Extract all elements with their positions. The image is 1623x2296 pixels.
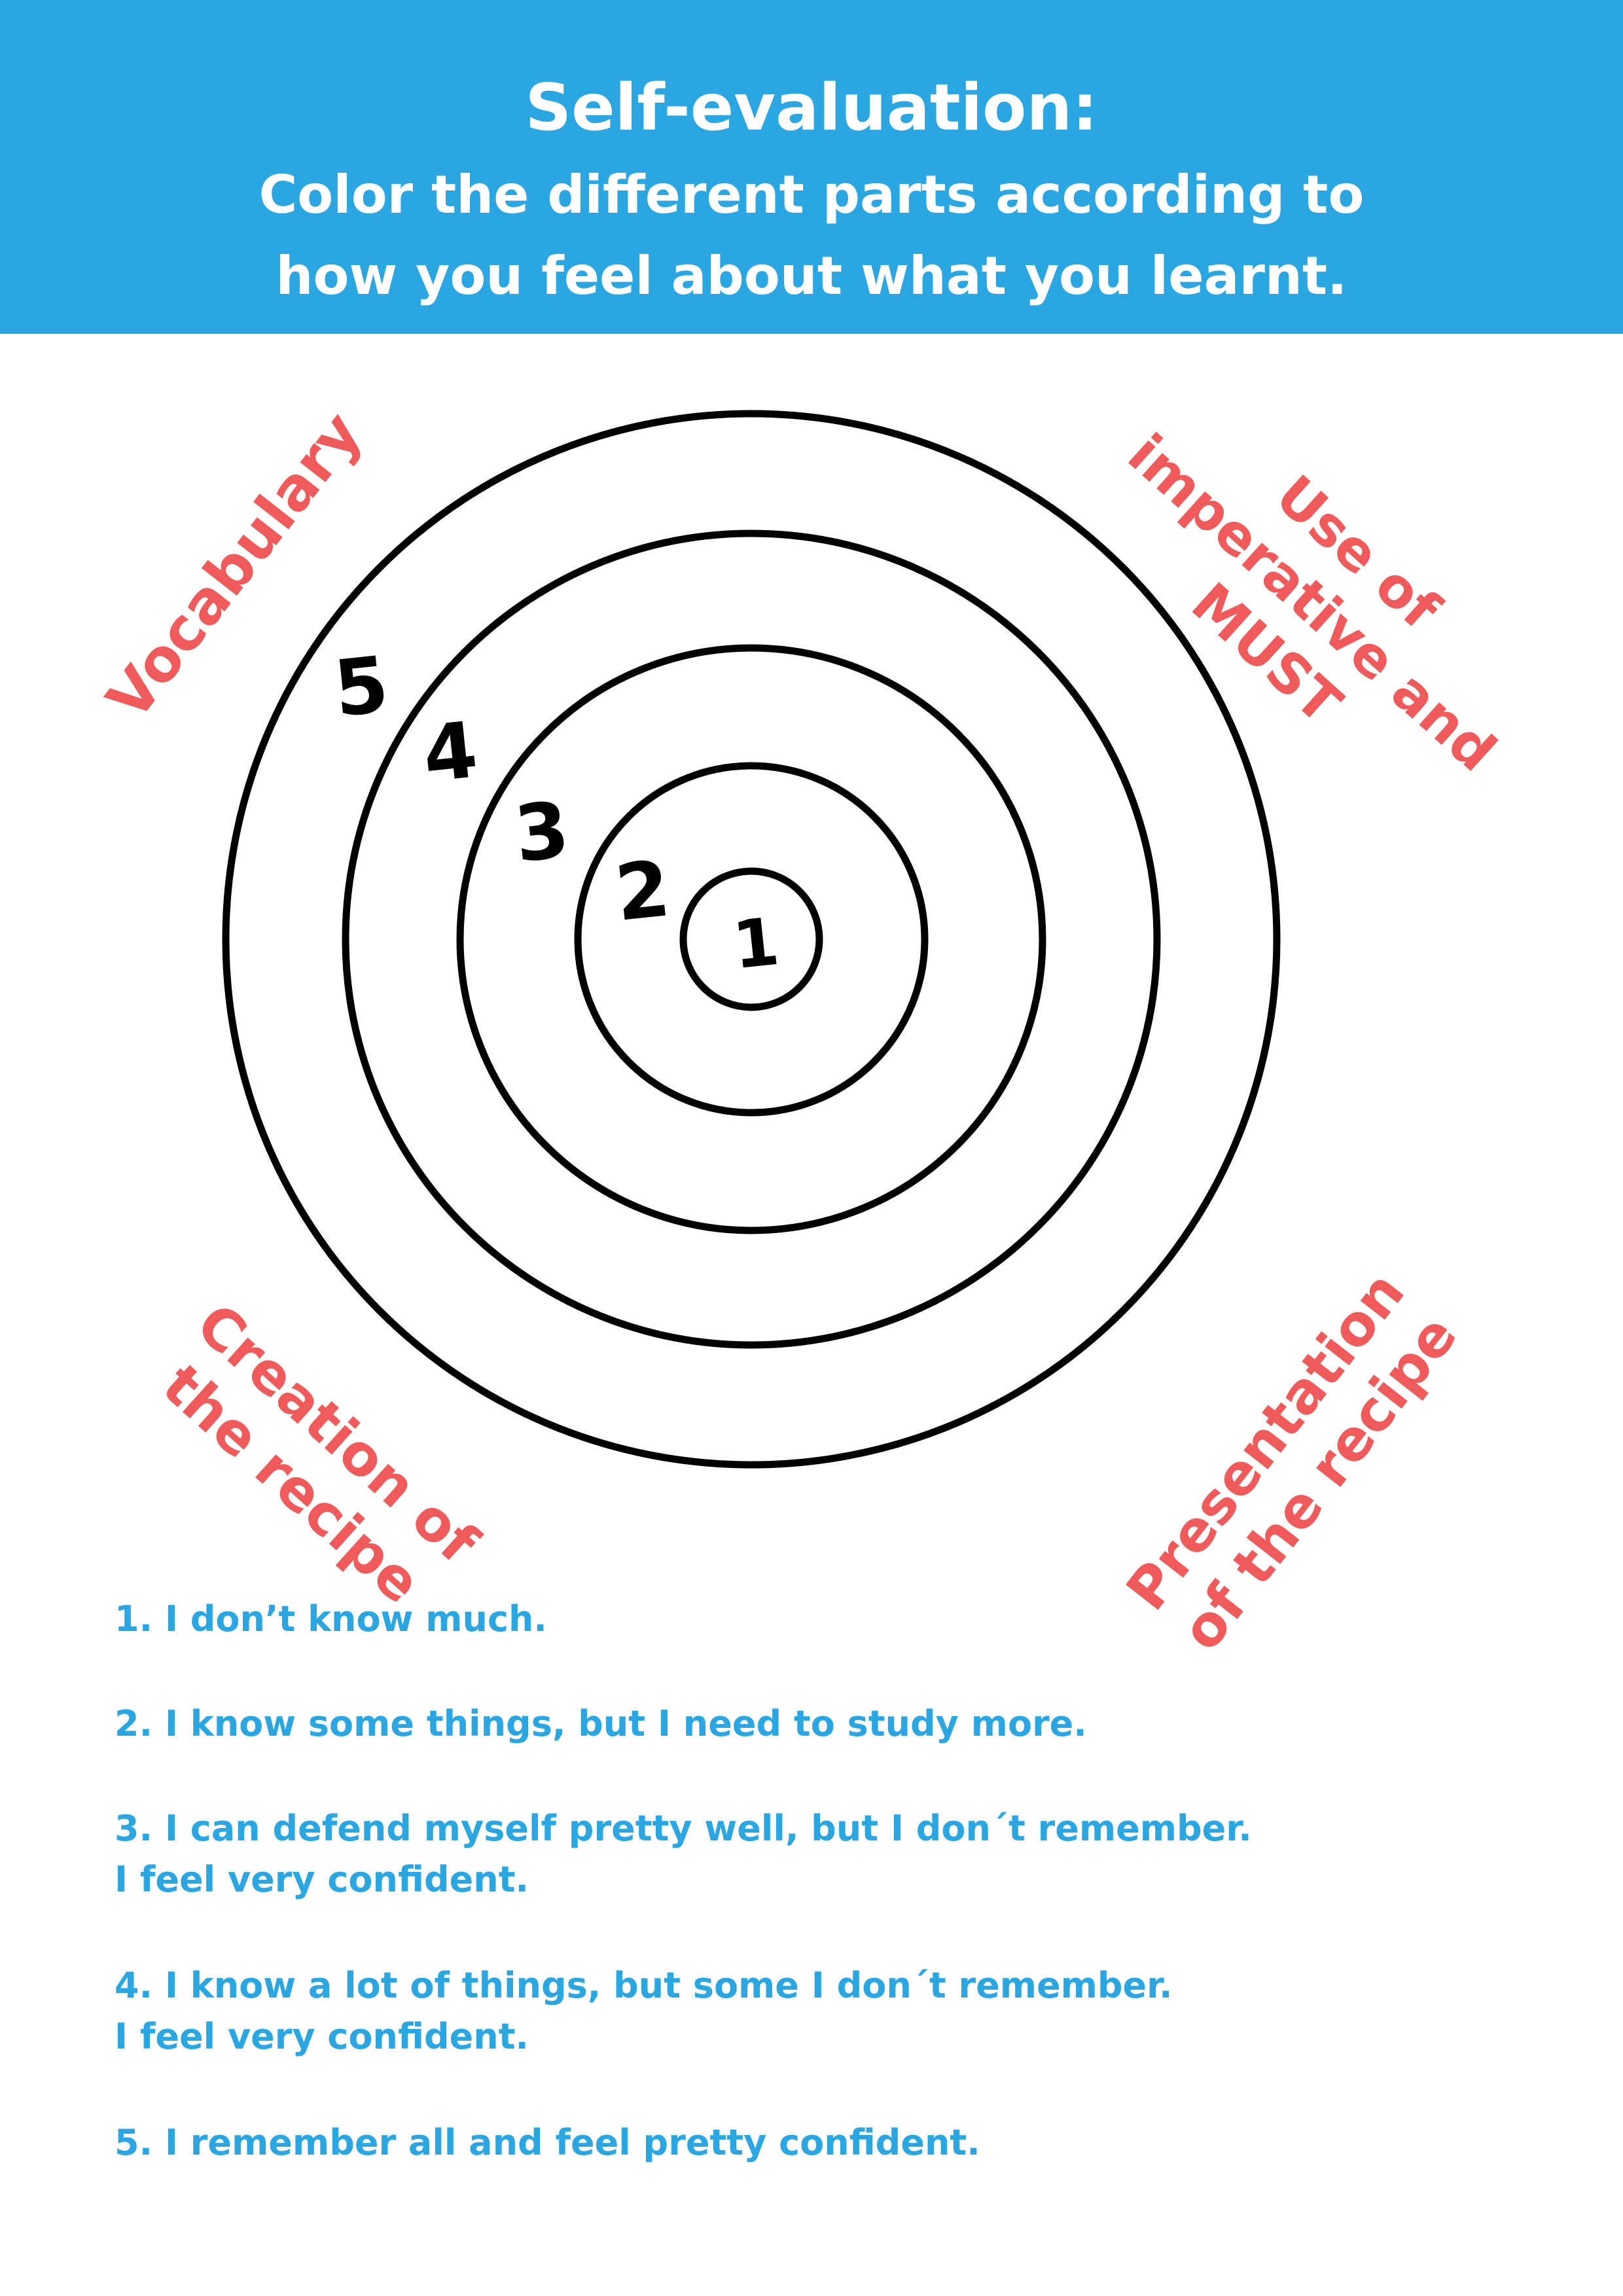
- ring-number-4: 4: [419, 704, 482, 800]
- ring-2: [574, 762, 929, 1117]
- level-1-text: 1. I don’t know much.: [115, 1598, 547, 1640]
- ring-4: [342, 529, 1161, 1349]
- level-2-text: 2. I know some things, but I need to stu…: [115, 1703, 1087, 1744]
- ring-1: [679, 867, 823, 1011]
- page-subtitle-line-2: how you feel about what you learnt.: [276, 245, 1347, 306]
- level-4-text: 4. I know a lot of things, but some I do…: [115, 1965, 1173, 2006]
- level-5: 5. I remember all and feel pretty confid…: [115, 2117, 980, 2168]
- level-4-text-line-2: I feel very confident.: [115, 2016, 529, 2057]
- ring-number-3: 3: [510, 784, 573, 880]
- level-3-text: 3. I can defend myself pretty well, but …: [115, 1808, 1252, 1849]
- level-3: 3. I can defend myself pretty well, but …: [115, 1803, 1252, 1905]
- header-banner: Self-evaluation: Color the different par…: [0, 0, 1623, 334]
- level-1: 1. I don’t know much.: [115, 1594, 547, 1645]
- ring-5: [222, 410, 1281, 1469]
- page-subtitle-line-1: Color the different parts according to: [259, 164, 1364, 225]
- ring-3: [456, 644, 1046, 1234]
- ring-number-1: 1: [729, 903, 782, 984]
- page-title: Self-evaluation:: [525, 71, 1098, 145]
- ring-number-5: 5: [330, 639, 393, 734]
- level-4: 4. I know a lot of things, but some I do…: [115, 1960, 1173, 2062]
- ring-number-2: 2: [611, 843, 674, 939]
- level-5-text: 5. I remember all and feel pretty confid…: [115, 2122, 980, 2163]
- level-2: 2. I know some things, but I need to stu…: [115, 1698, 1087, 1749]
- level-3-text-line-2: I feel very confident.: [115, 1859, 529, 1900]
